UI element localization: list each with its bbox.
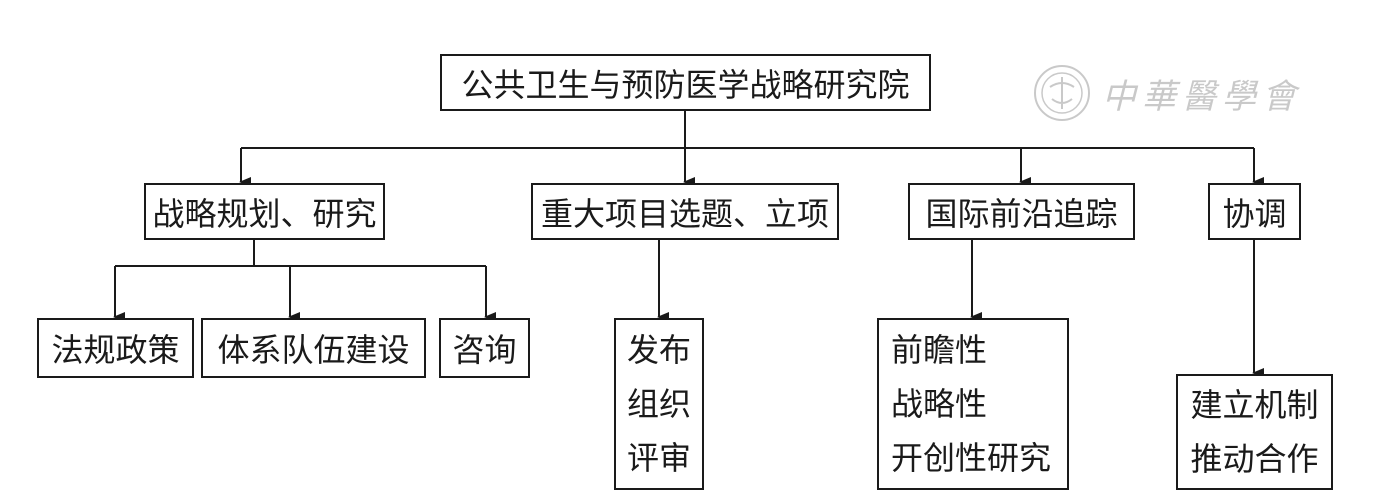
- branch-node-major-projects: 重大项目选题、立项: [531, 183, 839, 240]
- branch-node-label: 重大项目选题、立项: [540, 194, 829, 233]
- child-node-label: 体系队伍建设: [217, 331, 410, 369]
- child-node-line: 前瞻性: [891, 331, 988, 369]
- child-node-mechanism-cooperation: 建立机制 推动合作: [1176, 374, 1333, 490]
- child-node-regulations-policy: 法规政策: [37, 318, 194, 378]
- society-watermark: 中華醫學會: [1032, 62, 1322, 124]
- branch-node-strategy-planning: 战略规划、研究: [144, 183, 385, 240]
- child-node-line: 建立机制: [1190, 386, 1319, 424]
- child-node-forward-looking-research: 前瞻性 战略性 开创性研究: [877, 318, 1069, 490]
- child-node-line: 推动合作: [1190, 440, 1319, 478]
- watermark-text: 中華醫學會: [1102, 76, 1302, 117]
- root-node-label: 公共卫生与预防医学战略研究院: [461, 65, 910, 104]
- child-node-line: 组织: [626, 385, 691, 423]
- branch-node-label: 战略规划、研究: [152, 194, 377, 233]
- branch-node-international-frontier: 国际前沿追踪: [908, 183, 1135, 240]
- child-node-publish-organize-review: 发布 组织 评审: [614, 318, 704, 490]
- branch-node-label: 协调: [1222, 194, 1287, 233]
- branch-node-coordination: 协调: [1208, 183, 1301, 240]
- child-node-line: 评审: [626, 439, 691, 477]
- branch-node-label: 国际前沿追踪: [925, 194, 1118, 233]
- child-node-consulting: 咨询: [439, 318, 530, 378]
- child-node-label: 咨询: [452, 331, 517, 369]
- child-node-label: 法规政策: [51, 331, 180, 369]
- child-node-team-building: 体系队伍建设: [201, 318, 426, 378]
- child-node-line: 发布: [626, 331, 691, 369]
- child-node-line: 战略性: [891, 385, 988, 423]
- child-node-line: 开创性研究: [891, 439, 1052, 477]
- root-node: 公共卫生与预防医学战略研究院: [440, 54, 931, 111]
- society-seal-icon: [1034, 65, 1090, 121]
